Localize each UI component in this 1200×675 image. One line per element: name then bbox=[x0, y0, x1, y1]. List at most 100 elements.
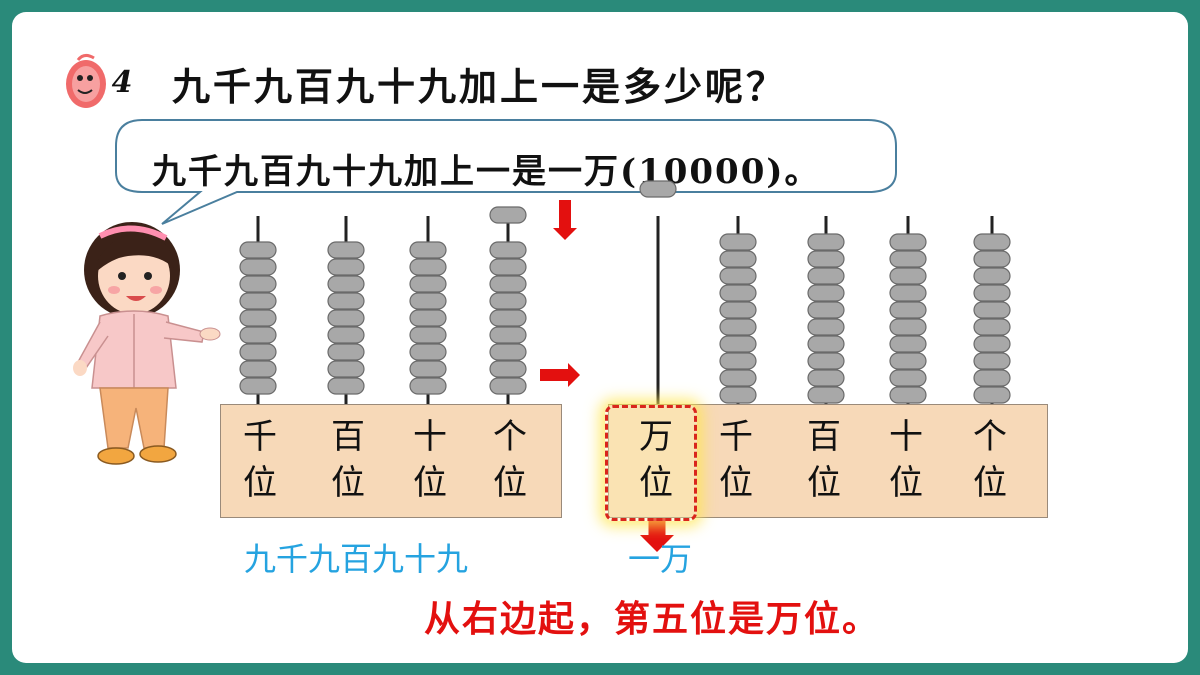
left-bead bbox=[489, 343, 527, 361]
right-bead bbox=[973, 233, 1011, 251]
left-bead bbox=[327, 309, 365, 327]
left-bead bbox=[489, 241, 527, 259]
right-bead bbox=[889, 352, 927, 370]
right-bead bbox=[719, 284, 757, 302]
left-bead bbox=[327, 292, 365, 310]
left-bead bbox=[239, 343, 277, 361]
left-bead bbox=[327, 326, 365, 344]
right-place-label-bottom: 位 bbox=[719, 463, 753, 503]
right-bead bbox=[973, 267, 1011, 285]
right-bead bbox=[889, 386, 927, 404]
left-bead bbox=[239, 326, 277, 344]
left-bead bbox=[239, 275, 277, 293]
right-place-label-top: 千 bbox=[719, 417, 753, 457]
right-bead bbox=[719, 250, 757, 268]
right-bead bbox=[807, 233, 845, 251]
right-bead bbox=[719, 267, 757, 285]
right-bead bbox=[973, 284, 1011, 302]
left-place-label-bottom: 位 bbox=[243, 463, 277, 503]
left-bead bbox=[327, 275, 365, 293]
speech-bubble-text: 九千九百九十九加上一是一万(10000)。 bbox=[152, 152, 821, 192]
badge-number: 4 bbox=[112, 65, 133, 100]
right-bead bbox=[719, 233, 757, 251]
question-text: 九千九百九十九加上一是多少呢？ bbox=[172, 64, 788, 109]
right-bead bbox=[973, 386, 1011, 404]
left-bead bbox=[409, 360, 447, 378]
left-bead bbox=[239, 309, 277, 327]
right-bead bbox=[807, 335, 845, 353]
question-number-badge: 4 bbox=[66, 53, 133, 108]
right-bead bbox=[807, 318, 845, 336]
right-bead bbox=[719, 369, 757, 387]
right-bead bbox=[889, 335, 927, 353]
left-bead bbox=[489, 377, 527, 395]
right-bead bbox=[719, 301, 757, 319]
left-bead bbox=[409, 343, 447, 361]
left-bead bbox=[409, 292, 447, 310]
right-bead bbox=[973, 301, 1011, 319]
left-place-label-top: 千 bbox=[243, 417, 277, 457]
left-bead bbox=[409, 326, 447, 344]
right-bead bbox=[807, 386, 845, 404]
right-bead bbox=[719, 318, 757, 336]
right-bead bbox=[719, 352, 757, 370]
left-place-label-bottom: 位 bbox=[331, 463, 365, 503]
slide: 4 九千九百九十九加上一是多少呢？ 九千九百九十九加上一是一万(10000)。 bbox=[12, 12, 1188, 663]
right-place-label-bottom: 位 bbox=[807, 463, 841, 503]
left-bead bbox=[409, 241, 447, 259]
ten-thousands-place-highlight bbox=[605, 405, 697, 521]
right-caption: 一万 bbox=[628, 540, 693, 578]
left-bead bbox=[489, 326, 527, 344]
down-arrow-add-bead bbox=[553, 200, 577, 240]
right-bead bbox=[973, 369, 1011, 387]
right-place-label-top: 十 bbox=[889, 417, 923, 457]
right-bead bbox=[889, 284, 927, 302]
right-bead bbox=[719, 386, 757, 404]
right-bead bbox=[807, 352, 845, 370]
right-bead bbox=[889, 318, 927, 336]
right-bead bbox=[973, 335, 1011, 353]
carried-bead bbox=[639, 180, 677, 198]
left-bead bbox=[409, 309, 447, 327]
right-bead bbox=[807, 267, 845, 285]
left-bead bbox=[489, 309, 527, 327]
left-bead bbox=[327, 377, 365, 395]
left-bead bbox=[327, 343, 365, 361]
right-place-labels bbox=[608, 404, 1048, 518]
right-place-label-top: 个 bbox=[973, 417, 1007, 457]
right-place-label-bottom: 位 bbox=[889, 463, 923, 503]
right-arrow-carry bbox=[540, 363, 580, 387]
right-place-label-top: 万 bbox=[639, 417, 673, 457]
left-bead bbox=[239, 360, 277, 378]
right-bead bbox=[973, 318, 1011, 336]
right-bead bbox=[719, 335, 757, 353]
right-place-label-top: 百 bbox=[807, 417, 841, 457]
left-bead bbox=[327, 360, 365, 378]
left-bead bbox=[409, 275, 447, 293]
right-bead bbox=[973, 352, 1011, 370]
left-place-label-bottom: 位 bbox=[493, 463, 527, 503]
left-bead bbox=[409, 377, 447, 395]
left-place-label-top: 十 bbox=[413, 417, 447, 457]
left-bead bbox=[239, 241, 277, 259]
added-bead bbox=[489, 206, 527, 224]
right-bead bbox=[807, 301, 845, 319]
right-bead bbox=[889, 267, 927, 285]
right-bead bbox=[889, 250, 927, 268]
right-bead bbox=[889, 369, 927, 387]
left-bead bbox=[239, 292, 277, 310]
right-bead bbox=[889, 301, 927, 319]
left-place-labels bbox=[220, 404, 562, 518]
left-caption: 九千九百九十九 bbox=[244, 540, 469, 578]
left-bead bbox=[409, 258, 447, 276]
right-bead bbox=[807, 369, 845, 387]
left-bead bbox=[489, 292, 527, 310]
abacus-diagram bbox=[239, 180, 1011, 552]
left-place-label-top: 百 bbox=[331, 417, 365, 457]
conclusion-text: 从右边起，第五位是万位。 bbox=[424, 598, 881, 640]
left-bead bbox=[239, 258, 277, 276]
right-place-label-bottom: 位 bbox=[639, 463, 673, 503]
left-bead bbox=[239, 377, 277, 395]
left-bead bbox=[489, 258, 527, 276]
right-bead bbox=[973, 250, 1011, 268]
